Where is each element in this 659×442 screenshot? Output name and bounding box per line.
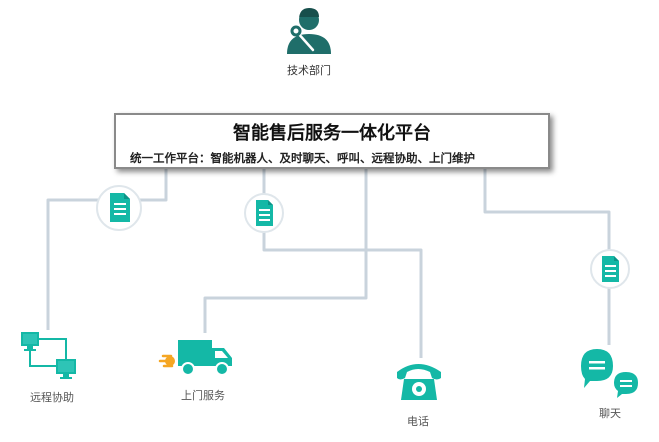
connector-phone bbox=[262, 169, 423, 358]
document-icon bbox=[602, 256, 619, 282]
platform-subtitle: 统一工作平台：智能机器人、及时聊天、呼叫、远程协助、上门维护 bbox=[130, 151, 475, 165]
document-icon bbox=[110, 193, 130, 222]
node-label-chat: 聊天 bbox=[599, 407, 621, 420]
delivery-truck-icon bbox=[158, 340, 232, 376]
node-label-phone: 电话 bbox=[407, 415, 429, 428]
document-node-remote bbox=[96, 185, 142, 231]
document-node-onsite bbox=[244, 193, 284, 233]
node-label-remote: 远程协助 bbox=[30, 391, 74, 404]
document-icon bbox=[256, 200, 273, 226]
telephone-icon bbox=[397, 364, 441, 400]
connector-onsite bbox=[203, 169, 368, 333]
chat-bubbles-icon bbox=[581, 349, 639, 398]
connector-chat bbox=[483, 169, 611, 345]
node-label-onsite: 上门服务 bbox=[181, 389, 225, 402]
document-node-chat bbox=[590, 249, 630, 289]
platform-box: 智能售后服务一体化平台 统一工作平台：智能机器人、及时聊天、呼叫、远程协助、上门… bbox=[114, 113, 550, 169]
remote-network-icon bbox=[21, 332, 76, 379]
top-node-label: 技术部门 bbox=[287, 64, 331, 77]
platform-title: 智能售后服务一体化平台 bbox=[233, 123, 431, 144]
technician-icon bbox=[287, 8, 331, 54]
